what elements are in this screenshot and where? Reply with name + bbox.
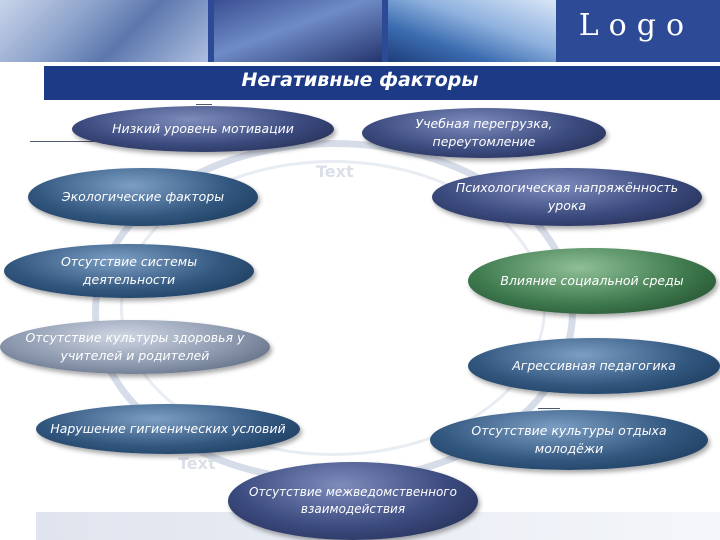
connector-line [196,104,212,105]
header-photo-skyscraper [388,0,556,62]
factor-aggressive-pedagogy: Агрессивная педагогика [468,338,720,394]
factor-ecological: Экологические факторы [28,168,258,226]
factor-interagency-cooperation: Отсутствие межведомственного взаимодейст… [228,462,478,540]
slide-title: Негативные факторы [241,69,479,91]
ghost-text: Text [316,162,354,181]
factor-social-environment: Влияние социальной среды [468,248,716,314]
header-photo-figures [214,0,382,62]
factor-study-overload: Учебная перегрузка, переутомление [362,108,606,158]
header-photo-keyboard [0,0,208,62]
ghost-text: Text [178,454,216,473]
factor-low-motivation: Низкий уровень мотивации [72,106,334,152]
factor-youth-leisure-culture: Отсутствие культуры отдыха молодёжи [430,410,708,470]
logo: Logo [578,8,694,43]
factor-psychological-tension: Психологическая напряжённость урока [432,168,702,226]
factor-hygiene-violation: Нарушение гигиенических условий [36,404,300,454]
title-bar [44,66,720,100]
factor-health-culture: Отсутствие культуры здоровья у учителей … [0,320,270,374]
factor-no-activity-system: Отсутствие системы деятельности [4,244,254,298]
connector-line [538,408,560,409]
